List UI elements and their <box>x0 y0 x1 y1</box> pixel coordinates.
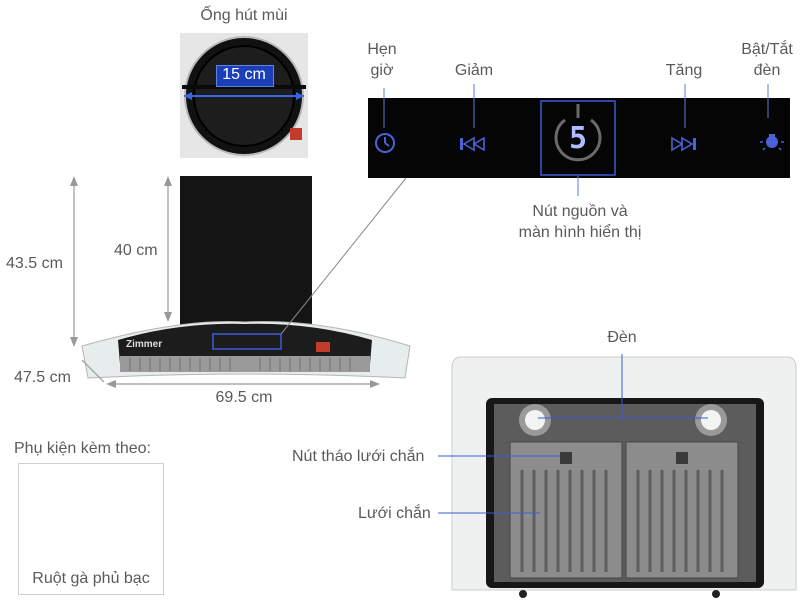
hood-body <box>118 323 372 364</box>
filter-label: Lưới chắn <box>358 505 431 522</box>
timer-label-2: giờ <box>370 62 394 79</box>
accessory-box <box>18 463 164 595</box>
timer-icon[interactable] <box>375 133 395 153</box>
duct-diameter-box <box>216 65 274 87</box>
duct-title: Ống hút mùi <box>200 7 288 24</box>
depth-label: 47.5 cm <box>14 369 71 386</box>
duct-photo: 15 cm <box>180 33 308 158</box>
underside-filter-right[interactable] <box>625 441 739 579</box>
duct-diameter-label: 15 cm <box>222 66 266 83</box>
power-display-label-1: Nút nguồn và <box>532 203 628 220</box>
control-panel-icons <box>375 100 784 176</box>
total-height-label: 43.5 cm <box>6 255 63 272</box>
hood-panel-highlight <box>212 333 282 350</box>
duct-diameter-arrow <box>184 92 304 100</box>
filter-release-button-left[interactable] <box>560 452 572 464</box>
control-panel: 5 <box>368 98 790 178</box>
power-display-label-2: màn hình hiển thị <box>518 224 642 241</box>
chimney-height-label: 40 cm <box>114 242 158 259</box>
light-toggle-label-1: Bật/Tắt <box>741 41 793 58</box>
underside-filter-left[interactable] <box>509 441 623 579</box>
hood-chimney <box>180 176 312 326</box>
hood-filter-strip <box>120 356 370 372</box>
width-label: 69.5 cm <box>215 389 273 406</box>
underside-lamp-right <box>701 410 721 430</box>
underside-lamp-left <box>525 410 545 430</box>
increase-icon[interactable] <box>671 136 696 152</box>
decrease-icon[interactable] <box>460 136 485 152</box>
display-digit: 5 <box>568 121 588 156</box>
hood-sticker <box>316 342 330 352</box>
increase-label: Tăng <box>665 62 703 79</box>
decrease-label: Giảm <box>454 62 494 79</box>
light-label: Đèn <box>607 329 637 346</box>
accessory-caption: Ruột gà phủ bạc <box>32 570 150 587</box>
light-bulb-icon[interactable] <box>760 134 784 151</box>
light-toggle-label-2: đèn <box>753 62 781 79</box>
power-icon[interactable] <box>554 104 602 162</box>
timer-label-1: Hẹn <box>367 41 397 58</box>
filter-release-label: Nút tháo lưới chắn <box>292 448 425 465</box>
brand-logo: Zimmer <box>126 339 163 350</box>
accessory-title: Phụ kiện kèm theo: <box>14 440 151 457</box>
power-display-highlight <box>540 100 616 176</box>
filter-release-button-right[interactable] <box>676 452 688 464</box>
